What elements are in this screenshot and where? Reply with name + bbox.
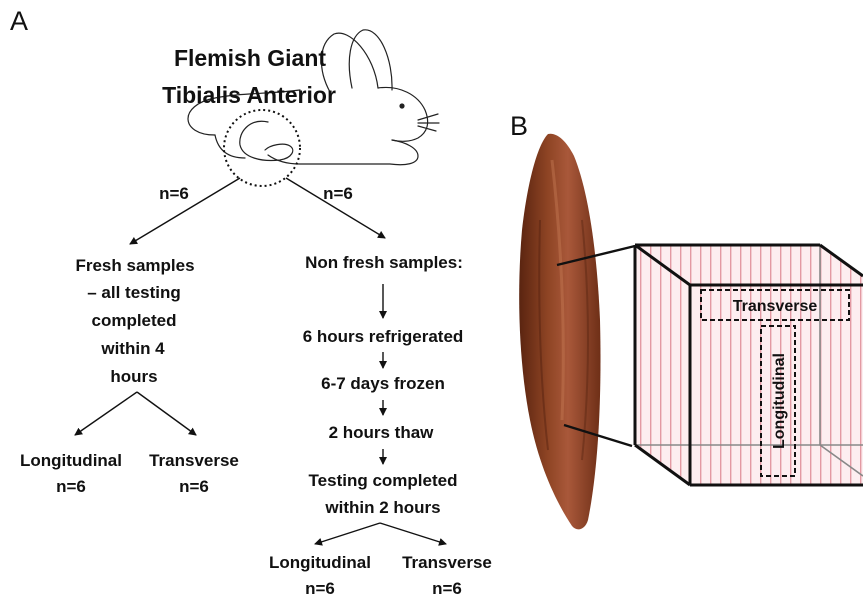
nonfresh-heading: Non fresh samples: [305, 253, 463, 272]
fresh-line-4: within 4 [100, 339, 165, 358]
fresh-outcome-transverse-n: n=6 [179, 477, 209, 496]
right-n-label: n=6 [323, 184, 353, 203]
longitudinal-sample-label: Longitudinal [771, 353, 788, 449]
nonfresh-arrow-longitudinal [315, 523, 380, 544]
fresh-outcome-longitudinal-n: n=6 [56, 477, 86, 496]
nonfresh-final-line-1: Testing completed [309, 471, 458, 490]
left-n-label: n=6 [159, 184, 189, 203]
nonfresh-outcome-transverse-n: n=6 [432, 579, 462, 598]
fresh-branch: Fresh samples – all testing completed wi… [20, 256, 239, 496]
panel-a-label: A [10, 6, 28, 36]
nonfresh-arrow-transverse [380, 523, 446, 544]
title-line-1: Flemish Giant [174, 45, 326, 71]
fresh-arrow-longitudinal [75, 392, 137, 435]
fresh-line-3: completed [91, 311, 176, 330]
tissue-block [635, 245, 863, 485]
transverse-sample-label: Transverse [733, 298, 818, 315]
fresh-line-2: – all testing [87, 283, 181, 302]
fresh-line-1: Fresh samples [75, 256, 194, 275]
nonfresh-outcome-longitudinal: Longitudinal [269, 553, 371, 572]
panel-b-label: B [510, 111, 528, 141]
fresh-outcome-longitudinal: Longitudinal [20, 451, 122, 470]
nonfresh-step-1: 6 hours refrigerated [303, 327, 464, 346]
fresh-line-5: hours [110, 367, 157, 386]
nonfresh-outcome-longitudinal-n: n=6 [305, 579, 335, 598]
muscle-specimen [519, 134, 600, 530]
nonfresh-step-3: 2 hours thaw [329, 423, 435, 442]
nonfresh-final-line-2: within 2 hours [324, 498, 440, 517]
nonfresh-step-2: 6-7 days frozen [321, 374, 445, 393]
fresh-outcome-transverse: Transverse [149, 451, 239, 470]
title-line-2: Tibialis Anterior [162, 82, 336, 108]
fresh-arrow-transverse [137, 392, 196, 435]
nonfresh-branch: Non fresh samples: 6 hours refrigerated … [269, 253, 492, 598]
nonfresh-outcome-transverse: Transverse [402, 553, 492, 572]
